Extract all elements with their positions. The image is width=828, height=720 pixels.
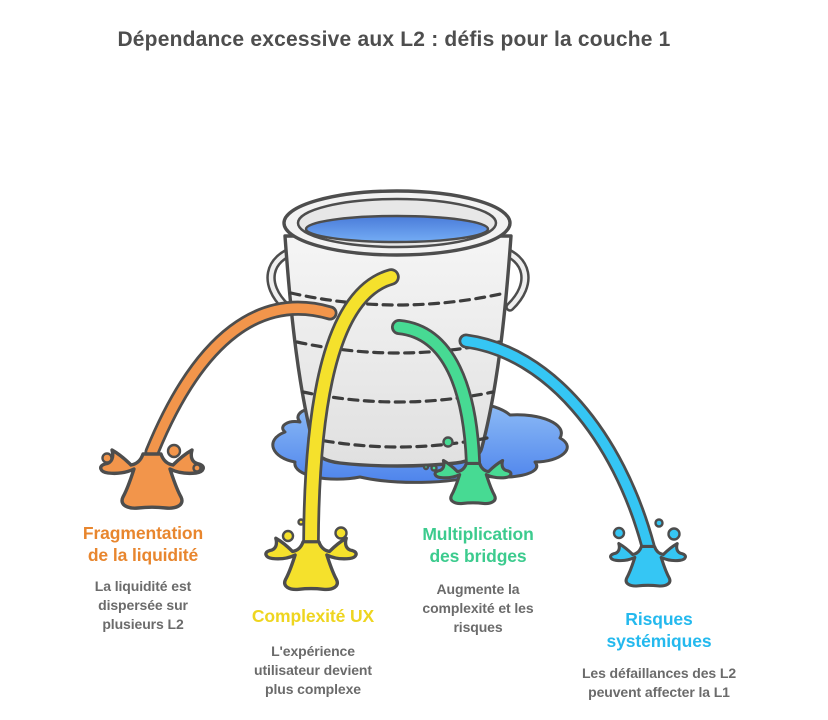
challenge-description: Les défaillances des L2 peuvent affecter… <box>581 665 737 700</box>
splash-complexite-ux <box>264 536 358 592</box>
challenge-fragmentation: Fragmentation de la liquidité La liquidi… <box>43 522 243 634</box>
droplets-fragmentation <box>101 443 202 473</box>
page-title: Dépendance excessive aux L2 : défis pour… <box>117 28 671 51</box>
challenge-title: Complexité UX <box>251 606 375 626</box>
droplets-bridges <box>422 436 454 472</box>
stream-risques <box>458 333 687 588</box>
challenge-complexite-ux: Complexité UX L'expérience utilisateur d… <box>213 605 413 699</box>
challenge-bridges: Multiplication des bridges Augmente la c… <box>378 523 578 637</box>
stream-complexite-ux <box>264 268 400 592</box>
challenge-description: La liquidité est dispersée sur plusieurs… <box>94 578 192 632</box>
bucket-body <box>283 234 513 468</box>
challenge-title: Multiplication des bridges <box>422 524 534 566</box>
stream-fragmentation <box>99 300 338 510</box>
droplets-complexite-ux <box>281 518 348 543</box>
challenge-description: L'expérience utilisateur devient plus co… <box>254 643 372 697</box>
droplets-risques <box>612 518 681 541</box>
challenge-title: Fragmentation de la liquidité <box>82 523 204 565</box>
bucket-water-surface <box>304 214 490 244</box>
stream-bridges <box>391 319 513 506</box>
splash-fragmentation <box>99 448 205 510</box>
splash-risques <box>609 542 687 588</box>
challenge-risques: Risques systémiques Les défaillances des… <box>559 608 759 702</box>
challenge-title: Risques systémiques <box>606 609 712 651</box>
challenge-description: Augmente la complexité et les risques <box>422 581 534 635</box>
